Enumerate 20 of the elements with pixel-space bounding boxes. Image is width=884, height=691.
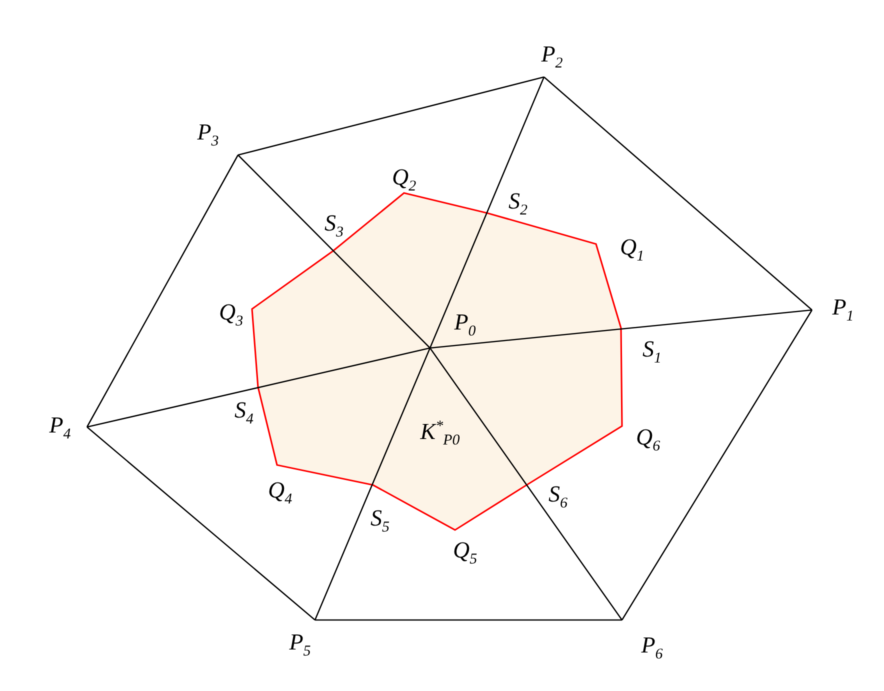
point-label: S$_{3}$ <box>324 212 344 240</box>
point-label: S$_{1}$ <box>642 338 662 366</box>
point-label: Q$_{3}$ <box>218 300 244 330</box>
point-label: S$_{4}$ <box>234 398 254 428</box>
point-label: P$_{0}$ <box>454 310 476 340</box>
control-volume-polygon <box>252 193 622 530</box>
point-label: P$_{2}$ <box>541 42 563 72</box>
point-label: P$_{4}$ <box>49 414 71 442</box>
point-label: Q$_{6}$ <box>636 426 660 454</box>
point-label: Q$_{2}$ <box>392 166 416 194</box>
point-label: P$_{1}$ <box>832 296 854 324</box>
point-label: Q$_{5}$ <box>452 538 478 568</box>
point-label: Q$_{1}$ <box>620 236 644 264</box>
point-label: P$_{6}$ <box>641 634 663 662</box>
point-label: S$_{5}$ <box>370 506 390 536</box>
point-label: Q$_{4}$ <box>268 478 292 508</box>
point-label: P$_{5}$ <box>289 630 311 660</box>
point-label: P$_{3}$ <box>197 120 219 150</box>
point-label: S$_{6}$ <box>548 482 568 512</box>
point-label: S$_{2}$ <box>508 190 528 218</box>
